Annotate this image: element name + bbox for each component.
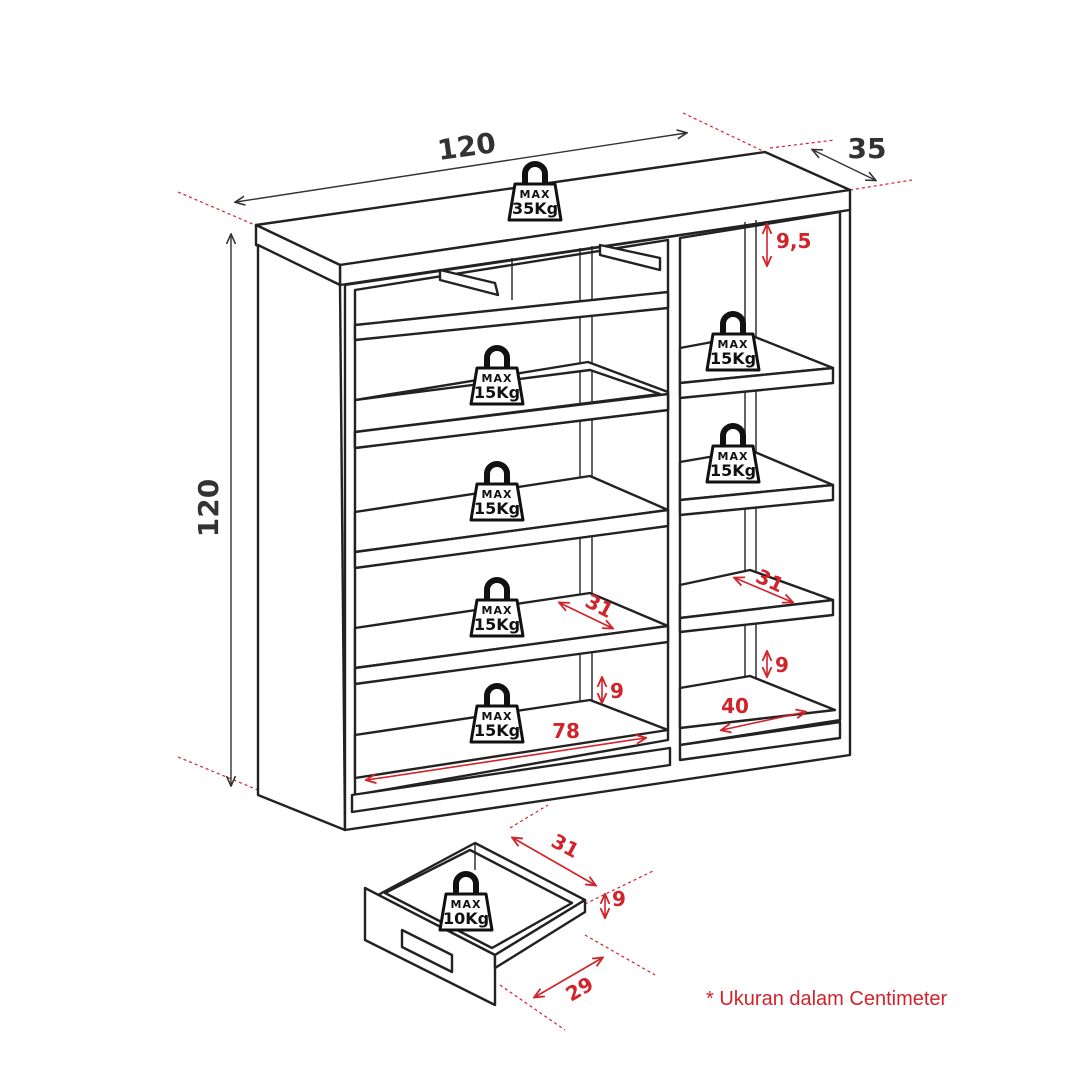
- height-label: 120: [192, 479, 225, 537]
- gap-right-label: 9: [775, 653, 789, 677]
- weight-icon-right-1: MAX 15Kg: [707, 314, 759, 370]
- weight-icon-drawer: MAX 10Kg: [440, 874, 492, 930]
- weight-max-label: MAX: [718, 338, 749, 351]
- drawer-slides: [438, 243, 662, 297]
- weight-icon-shelf-1: MAX 15Kg: [471, 348, 523, 404]
- weight-max-label: MAX: [482, 372, 513, 385]
- weight-shelf-value: 15Kg: [710, 461, 756, 480]
- weight-shelf-value: 15Kg: [710, 349, 756, 368]
- weight-max-label: MAX: [451, 898, 482, 911]
- weight-max-label: MAX: [718, 450, 749, 463]
- weight-icon-right-2: MAX 15Kg: [707, 426, 759, 482]
- drawer-height-label: 9: [612, 887, 626, 911]
- outer-dimension-arrows: [231, 133, 875, 785]
- weight-shelf-value: 15Kg: [474, 721, 520, 740]
- weight-icon-shelf-2: MAX 15Kg: [471, 464, 523, 520]
- weight-icon-top: MAX 35Kg: [509, 164, 561, 220]
- top-gap-label: 9,5: [776, 229, 811, 253]
- weight-shelf-value: 15Kg: [474, 383, 520, 402]
- width-label: 120: [435, 126, 497, 167]
- extension-lines: [177, 112, 913, 1031]
- weight-icon-shelf-3: MAX 15Kg: [471, 580, 523, 636]
- weight-shelf-value: 15Kg: [474, 615, 520, 634]
- left-width-label: 78: [552, 719, 580, 743]
- weight-top-value: 35Kg: [512, 199, 558, 218]
- weight-max-label: MAX: [482, 604, 513, 617]
- drawer-depth-label: 31: [547, 829, 583, 863]
- right-width-label: 40: [721, 694, 749, 718]
- unit-note: * Ukuran dalam Centimeter: [706, 988, 948, 1010]
- depth-label: 35: [848, 132, 887, 165]
- weight-drawer-value: 10Kg: [443, 909, 489, 928]
- inner-dimension-arrows: [367, 225, 805, 997]
- weight-max-label: MAX: [482, 710, 513, 723]
- weight-shelf-value: 15Kg: [474, 499, 520, 518]
- gap-left-label: 9: [610, 679, 624, 703]
- weight-max-label: MAX: [482, 488, 513, 501]
- drawer-width-label: 29: [561, 972, 597, 1007]
